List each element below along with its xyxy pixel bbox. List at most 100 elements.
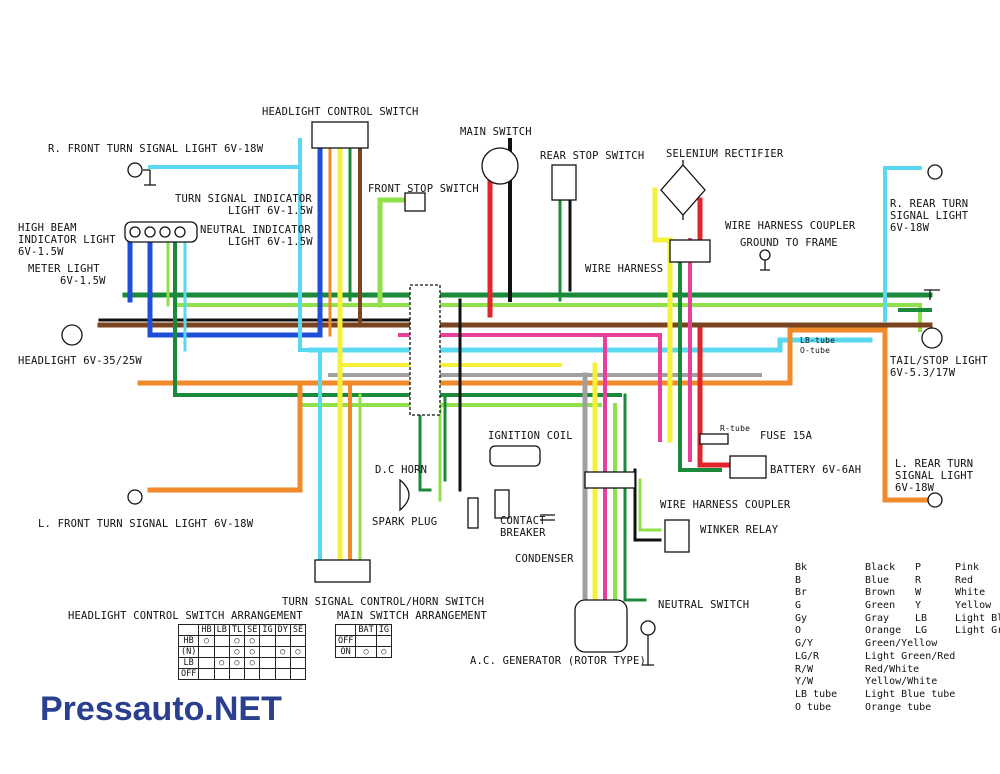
- turn-signal-control-label: TURN SIGNAL CONTROL/HORN SWITCH: [282, 596, 485, 608]
- wire-harness-coupler-top: [669, 239, 711, 263]
- meter-light-label-1: METER LIGHT: [28, 263, 100, 275]
- indicator-cluster: [124, 221, 198, 243]
- legend-code: G: [795, 600, 802, 612]
- headlight-lamp: [61, 324, 83, 346]
- tail-stop-label-1: TAIL/STOP LIGHT: [890, 355, 988, 367]
- l-rear-turn-label-1: L. REAR TURN: [895, 458, 974, 470]
- horn: [399, 478, 410, 512]
- table-row-label: OFF: [177, 668, 200, 680]
- wire-harness-coupler-bottom-label: WIRE HARNESS COUPLER: [660, 499, 791, 511]
- table-row-label: HB: [177, 635, 200, 647]
- legend-code: W: [915, 587, 922, 599]
- table-header: LB: [213, 624, 230, 636]
- ignition-coil: [489, 445, 541, 467]
- r-rear-turn-label-3: 6V-18W: [890, 222, 930, 234]
- legend-code: LB tube: [795, 688, 838, 700]
- spark-plug: [467, 497, 479, 529]
- wire-lightblue-main: [307, 337, 873, 353]
- fuse: [699, 433, 729, 445]
- contact-breaker-label-1: CONTACT: [500, 515, 546, 527]
- legend-name: Red/White: [865, 663, 920, 675]
- brand-watermark: Pressauto.NET: [40, 690, 282, 728]
- contact-breaker-label-2: BREAKER: [500, 527, 546, 539]
- legend-code: G/Y: [795, 638, 814, 650]
- legend-code: R/W: [795, 663, 814, 675]
- legend-code: O: [795, 625, 802, 637]
- meter-light-label-2: 6V-1.5W: [60, 275, 106, 287]
- neutral-indicator-label-1: NEUTRAL INDICATOR: [200, 224, 311, 236]
- wire-green-neutral: [623, 393, 647, 602]
- legend-name: Light Green/Red: [865, 650, 956, 662]
- table-row-label: LB: [177, 657, 200, 669]
- components: [61, 121, 943, 666]
- legend-code: LG: [915, 625, 928, 637]
- wire-green-winker: [638, 478, 662, 532]
- ac-generator: [574, 599, 628, 653]
- r-tube-label: R-tube: [720, 424, 751, 433]
- l-rear-lamp: [927, 492, 943, 508]
- legend-name: Green/Yellow: [865, 638, 938, 650]
- legend-name: Blue: [865, 574, 890, 586]
- wire-green-fstop: [377, 197, 413, 308]
- wire-black-winker: [633, 468, 662, 542]
- table-header: IG: [375, 624, 392, 636]
- wire-yellow-rect: [652, 187, 673, 443]
- contact-breaker: [494, 489, 510, 519]
- tail-stop-lamp: [921, 327, 943, 349]
- high-beam-label-3: 6V-1.5W: [18, 246, 64, 258]
- wire-orange-lfront: [147, 380, 303, 493]
- legend-name: Light Green: [955, 625, 1000, 637]
- dc-horn-label: D.C HORN: [375, 464, 428, 476]
- l-rear-turn-label-2: SIGNAL LIGHT: [895, 470, 974, 482]
- table-header: SE: [244, 624, 261, 636]
- wire-lightblue-rrear: [883, 166, 922, 322]
- legend-name: Yellow/White: [865, 676, 938, 688]
- wire-harness-coupler-bottom: [584, 471, 636, 489]
- legend-code: B: [795, 574, 802, 586]
- turn-signal-control-box: [314, 559, 371, 583]
- legend-name: Light Blue tube: [865, 688, 956, 700]
- rear-stop-switch-label: REAR STOP SWITCH: [540, 150, 645, 162]
- neutral-switch: [640, 620, 656, 636]
- legend-name: Green: [865, 600, 896, 612]
- neutral-switch-label: NEUTRAL SWITCH: [658, 599, 750, 611]
- main-arrangement-label: MAIN SWITCH ARRANGEMENT: [337, 610, 487, 622]
- table-header: TL: [228, 624, 246, 636]
- ground-to-frame-label: GROUND TO FRAME: [740, 237, 838, 249]
- tail-stop-label-2: 6V-5.3/17W: [890, 367, 956, 379]
- turn-signal-indicator-label-2: LIGHT 6V-1.5W: [228, 205, 313, 217]
- winker-relay-label: WINKER RELAY: [700, 524, 779, 536]
- lb-tube-label: LB-tube: [800, 336, 836, 345]
- front-stop-switch-label: FRONT STOP SWITCH: [368, 183, 479, 195]
- table-row-label: OFF: [334, 635, 357, 647]
- wire-pink-horiz: [398, 333, 662, 442]
- r-rear-turn-label-1: R. REAR TURN: [890, 198, 969, 210]
- table-row-label: ON: [334, 646, 357, 658]
- neutral-indicator-label-2: LIGHT 6V-1.5W: [228, 236, 313, 248]
- legend-name: Light Blue: [955, 612, 1000, 624]
- main-switch-table: BAT IG OFF ON○○: [334, 624, 392, 658]
- spark-plug-label: SPARK PLUG: [372, 516, 438, 528]
- connector-block: [409, 284, 441, 416]
- legend-name: Orange: [865, 625, 902, 637]
- r-front-lamp: [127, 162, 143, 178]
- high-beam-label-1: HIGH BEAM: [18, 222, 77, 234]
- fuse-label: FUSE 15A: [760, 430, 813, 442]
- legend-code: Gy: [795, 612, 808, 624]
- headlight-label: HEADLIGHT 6V-35/25W: [18, 355, 142, 367]
- legend-name: Orange tube: [865, 701, 932, 713]
- main-switch-body: [481, 147, 519, 185]
- headlight-arrangement-label: HEADLIGHT CONTROL SWITCH ARRANGEMENT: [68, 610, 303, 622]
- condenser-label: CONDENSER: [515, 553, 574, 565]
- legend-name: Brown: [865, 587, 896, 599]
- headlight-switch-box: [311, 121, 369, 149]
- table-header: DY: [274, 624, 291, 636]
- rear-stop-switch: [551, 164, 577, 201]
- battery: [729, 455, 767, 479]
- o-tube-label: O-tube: [800, 346, 831, 355]
- legend-code: R: [915, 574, 922, 586]
- r-front-turn-signal-label: R. FRONT TURN SIGNAL LIGHT 6V-18W: [48, 143, 264, 155]
- high-beam-label-2: INDICATOR LIGHT: [18, 234, 116, 246]
